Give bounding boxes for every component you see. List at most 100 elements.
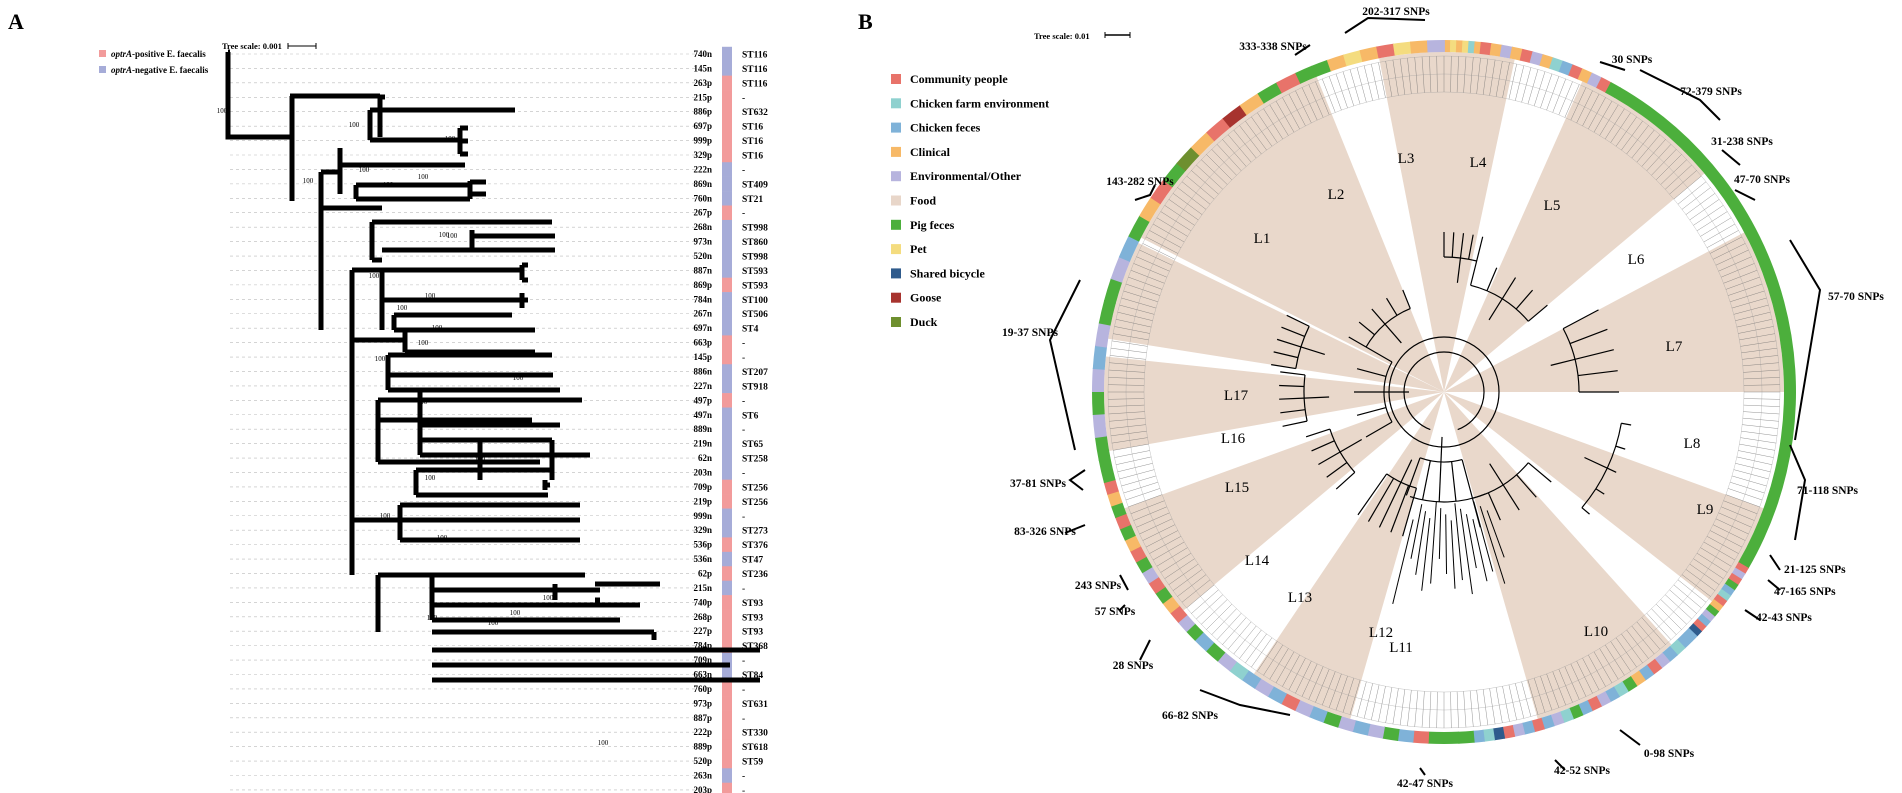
snp-range-label: 333-338 SNPs xyxy=(1239,41,1307,53)
st-label: - xyxy=(742,339,745,349)
tree-branch xyxy=(1280,371,1306,376)
source-ring-cell xyxy=(1326,54,1348,72)
source-ring-cell xyxy=(1376,43,1396,59)
tree-branch xyxy=(1365,421,1393,438)
leaf-label: 709p xyxy=(693,482,712,492)
leaf-label: 697p xyxy=(693,121,712,131)
leaf-label: 203p xyxy=(693,785,712,793)
bootstrap-label: 100 xyxy=(380,512,391,520)
lineage-wedge xyxy=(1108,242,1444,392)
snp-bracket xyxy=(1419,767,1426,776)
lineage-label: L16 xyxy=(1221,431,1246,447)
snp-range-label: 47-165 SNPs xyxy=(1774,586,1836,598)
source-ring-cell xyxy=(1638,664,1655,681)
snp-bracket xyxy=(1734,189,1756,201)
tree-branch xyxy=(1569,328,1608,345)
source-ring-cell xyxy=(1724,578,1739,592)
tree-branch xyxy=(1581,507,1590,515)
group-strip-cell xyxy=(722,378,732,394)
tree-branch xyxy=(1367,478,1395,522)
st-label: - xyxy=(742,397,745,407)
st-label: ST860 xyxy=(742,238,768,248)
lineage-wedge xyxy=(1141,76,1444,392)
st-label: - xyxy=(742,772,745,782)
leaf-label: 784n xyxy=(693,294,712,304)
tree-branch xyxy=(1438,461,1442,502)
bootstrap-label: 100 xyxy=(397,304,408,312)
source-ring-cell xyxy=(1412,730,1430,744)
group-strip-cell xyxy=(722,162,732,177)
tree-branch xyxy=(1279,384,1305,388)
source-ring-cell xyxy=(1455,40,1464,53)
tree-branch xyxy=(1390,485,1410,533)
group-strip-cell xyxy=(722,739,732,755)
source-ring-cell xyxy=(1222,104,1248,128)
group-strip-cell xyxy=(722,407,732,423)
leaf-label: 869p xyxy=(693,280,712,290)
group-strip-cell xyxy=(722,609,732,625)
tree-branch xyxy=(1318,451,1341,466)
st-label: - xyxy=(742,166,745,176)
tree-branch xyxy=(1356,368,1387,378)
source-ring-cell xyxy=(1257,82,1283,104)
bootstrap-label: 100 xyxy=(543,594,554,602)
source-ring-cell xyxy=(1206,117,1231,142)
legend-item-label: Duck xyxy=(910,315,938,329)
snp-bracket xyxy=(1068,469,1086,491)
st-label: ST368 xyxy=(742,642,768,652)
st-label: - xyxy=(742,354,745,364)
tree-branch xyxy=(1358,321,1375,336)
group-strip-cell xyxy=(722,335,732,351)
lineage-label: L15 xyxy=(1225,480,1249,496)
st-label: ST6 xyxy=(742,411,759,421)
snp-bracket xyxy=(1064,524,1086,534)
source-ring-cell xyxy=(1280,693,1301,712)
source-ring-cell xyxy=(1519,48,1534,64)
legend-item-label: Pig feces xyxy=(910,218,955,232)
source-ring-cell xyxy=(1267,686,1288,705)
group-strip-cell xyxy=(722,768,732,784)
source-ring-cell xyxy=(1322,711,1342,728)
tree-branch xyxy=(1615,445,1626,450)
snp-bracket xyxy=(1199,689,1291,716)
tree-branch xyxy=(1378,482,1402,528)
st-label: ST116 xyxy=(742,65,768,75)
tree-a-branches xyxy=(225,49,760,683)
source-ring-cell xyxy=(1713,593,1728,608)
snp-bracket xyxy=(1119,604,1126,611)
tree-branch xyxy=(1550,358,1576,366)
snp-bracket xyxy=(1789,444,1807,541)
tree-branch xyxy=(1339,438,1363,453)
source-ring-cell xyxy=(1092,368,1105,392)
tree-branch xyxy=(1461,459,1474,499)
source-ring-cell xyxy=(1669,639,1686,656)
source-ring-cell xyxy=(1205,642,1226,662)
group-strip-cell xyxy=(722,595,732,610)
source-ring-cell xyxy=(1720,583,1735,597)
source-ring-cell xyxy=(1709,598,1724,613)
st-label: ST506 xyxy=(742,310,768,320)
group-strip-cell xyxy=(722,623,732,639)
leaf-label: 697n xyxy=(693,323,712,333)
snp-range-label: 31-238 SNPs xyxy=(1711,136,1773,148)
bootstrap-label: 100 xyxy=(417,398,428,406)
snp-bracket xyxy=(1599,61,1626,71)
source-ring-cell xyxy=(1529,51,1544,66)
leaf-label: 887n xyxy=(693,265,712,275)
source-ring-cell xyxy=(1092,413,1107,438)
tree-branch xyxy=(1356,406,1387,416)
lineage-wedge xyxy=(1444,392,1764,602)
tree-branch xyxy=(1456,257,1462,283)
leaf-label: 215p xyxy=(693,92,712,102)
legend-item-label: Chicken feces xyxy=(910,121,981,135)
snp-bracket xyxy=(1744,609,1761,621)
leaf-label: 973p xyxy=(693,698,712,708)
tree-branch xyxy=(1470,260,1478,286)
source-ring-cell xyxy=(1449,40,1458,53)
snp-range-label: 47-70 SNPs xyxy=(1734,174,1790,186)
tree-branch xyxy=(1421,460,1431,501)
leaf-label: 263n xyxy=(693,771,712,781)
group-strip-cell xyxy=(722,551,732,567)
source-ring-cell xyxy=(1118,235,1140,262)
tree-branch xyxy=(1305,428,1331,438)
